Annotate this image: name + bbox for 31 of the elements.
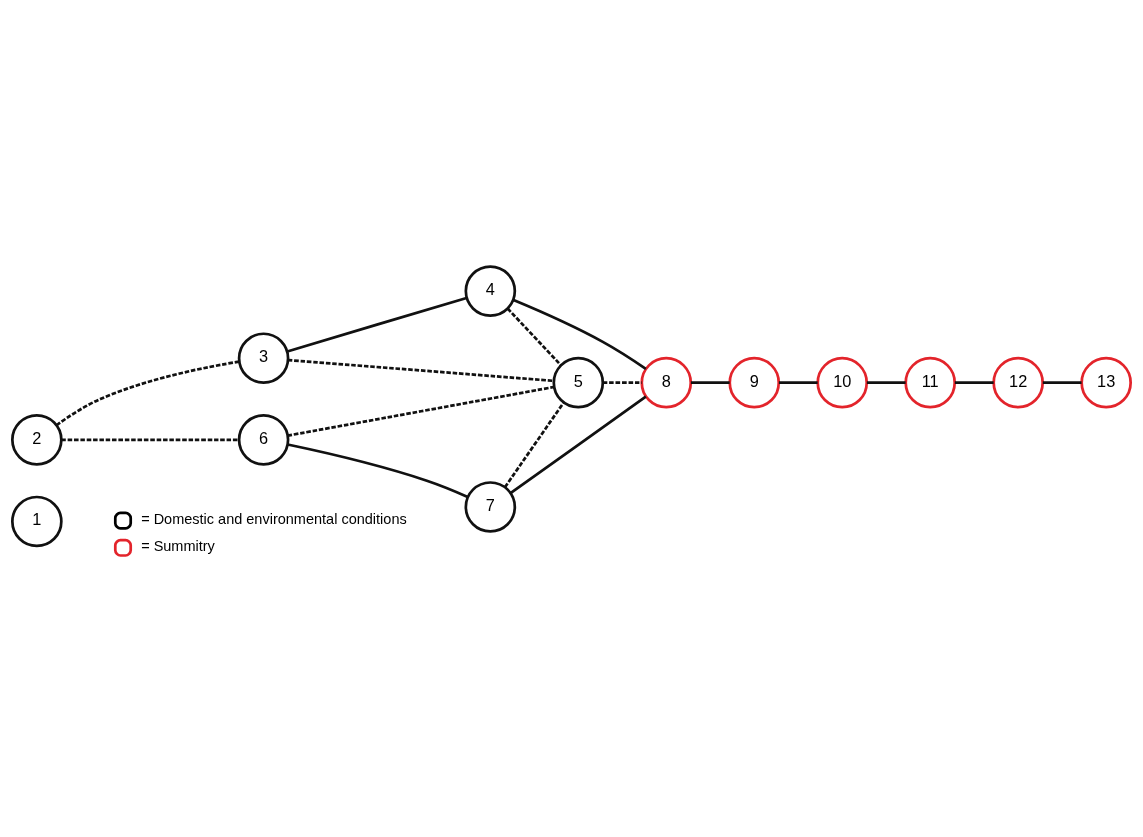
connector xyxy=(778,380,818,384)
node-circle: 6 xyxy=(237,413,290,466)
node-circle: 2 xyxy=(11,413,63,466)
connector xyxy=(866,380,906,384)
connector xyxy=(513,298,647,370)
node-circle: 4 xyxy=(464,264,517,317)
node-circle: 7 xyxy=(464,480,517,533)
connector xyxy=(55,359,240,426)
node-circle: 8 xyxy=(640,356,693,409)
node-circle: 10 xyxy=(816,356,869,409)
legend-label: = Summitry xyxy=(141,537,215,554)
connector xyxy=(287,442,469,498)
legend-label: = Domestic and environmental conditions xyxy=(141,510,407,527)
node-circle: 1 xyxy=(11,495,63,547)
connector xyxy=(506,307,562,366)
connector xyxy=(287,358,554,382)
node-circle: 9 xyxy=(728,356,781,409)
connector xyxy=(1042,380,1082,384)
node-circle: 13 xyxy=(1080,356,1132,409)
connector xyxy=(690,380,730,384)
connector xyxy=(61,438,239,441)
connector xyxy=(603,380,642,384)
node-circle: 3 xyxy=(237,331,290,384)
node-circle: 12 xyxy=(992,356,1045,409)
node-circle: 11 xyxy=(904,356,957,409)
connector xyxy=(954,380,994,384)
node-circle: 5 xyxy=(552,356,605,409)
connector xyxy=(510,395,647,494)
connector xyxy=(503,401,565,488)
connector xyxy=(286,296,467,353)
connector xyxy=(287,385,555,437)
